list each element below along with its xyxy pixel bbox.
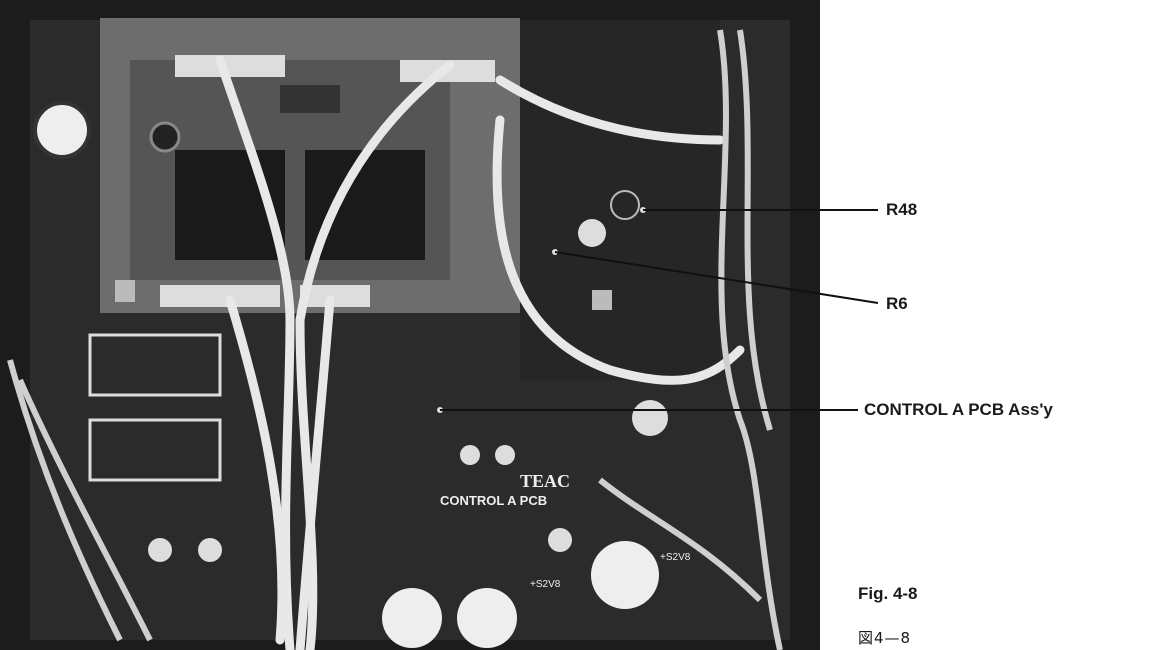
callout-r6: R6 [886,294,908,313]
capacitor [591,541,659,609]
figure-caption-jp: 図4—8 [858,629,912,647]
leader-line-r6 [554,251,879,304]
figure-caption: Fig. 4-8 [858,584,918,603]
cap-marking-2: +S2V8 [530,579,561,590]
board-brand-marking: TEAC [520,471,570,491]
board-name-marking: CONTROL A PCB [440,493,547,508]
capacitor [382,588,442,648]
capacitor [457,588,517,648]
callout-r48: R48 [886,200,918,219]
pcb-photograph: TEAC CONTROL A PCB +S2V8 +S2V8 [0,0,820,650]
capacitor [33,101,91,159]
callout-control-a-pcb: CONTROL A PCB Ass'y [864,400,1053,419]
cap-marking-1: +S2V8 [660,552,691,563]
